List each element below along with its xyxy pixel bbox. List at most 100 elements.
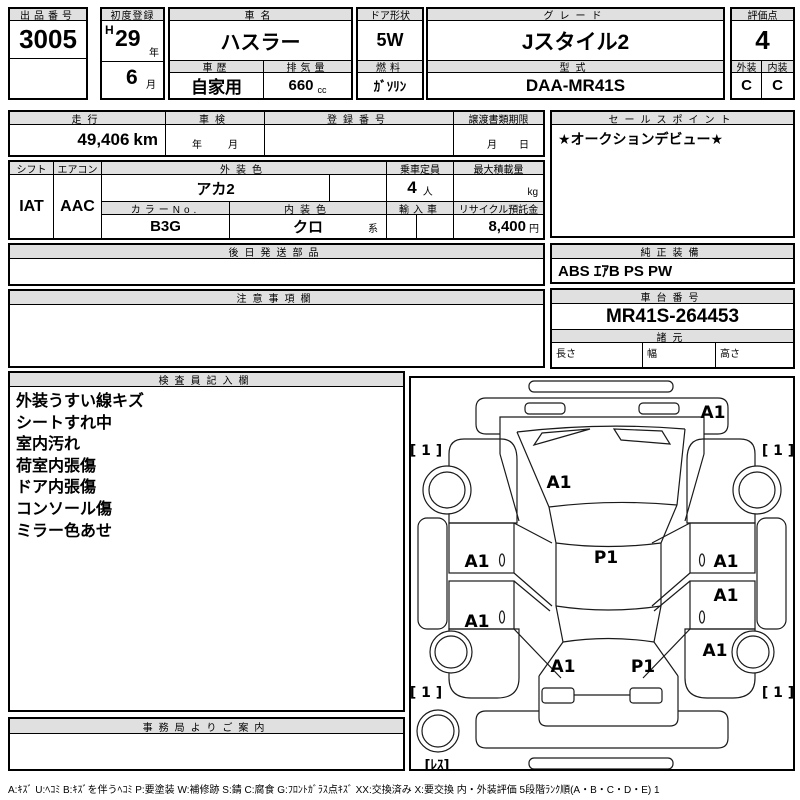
wheel-front-left-inner	[428, 471, 466, 509]
ext-color-extra-cell	[330, 175, 386, 201]
wheel-rear-left-inner	[434, 635, 468, 669]
interior-score-cell: 内装 C	[762, 61, 793, 98]
parts-label: 後日発送部品	[10, 245, 543, 259]
fuel-label: 燃料	[358, 61, 422, 73]
color-group: 外装色 アカ2 カラーNo. 内装色 B3G クロ 系	[102, 162, 387, 238]
first-reg-box: 初度登録 H 29 年 6 月	[100, 7, 165, 100]
rear-panel	[475, 710, 729, 749]
vin-label: 車台番号	[552, 290, 793, 304]
door-handle-front-left	[498, 553, 506, 567]
equipment-box: 純正装備 ABS ｴｱB PS PW	[550, 243, 795, 284]
capacity-value: 4 人	[387, 175, 453, 202]
equipment-label: 純正装備	[552, 245, 793, 259]
year-unit: 年	[149, 48, 159, 59]
sales-point-box: セールスポイント ★オークションデビュー★	[550, 110, 795, 238]
quarter-right	[684, 628, 756, 699]
int-color-label: 内装色	[230, 202, 386, 215]
spare-grade: [ﾚｽ]	[425, 758, 450, 769]
max-load-cell: 最大積載量 kg リサイクル預託金 8,400 円	[454, 162, 543, 238]
vin-box: 車台番号 MR41S-264453 諸元 長さ 幅 高さ	[550, 288, 795, 369]
int-color-suffix: 系	[368, 224, 378, 235]
tire-front-left-grade: [ 1 ]	[411, 443, 442, 459]
inspector-note: シートすれ中	[16, 414, 113, 432]
front-panel-grade: A1	[701, 403, 726, 423]
door-rear-left-grade: A1	[465, 612, 490, 632]
shift-value: IAT	[19, 197, 44, 215]
transfer-month-unit: 月	[487, 140, 497, 151]
first-reg-year-cell: H 29 年	[102, 21, 163, 62]
recycle-label: リサイクル預託金	[454, 202, 543, 215]
max-load-label: 最大積載量	[454, 162, 543, 175]
windshield-sides	[516, 428, 686, 508]
era-letter: H	[105, 23, 114, 37]
transfer-day-unit: 日	[519, 140, 529, 151]
wiper-right	[612, 428, 672, 445]
transfer-label: 譲渡書類期限	[454, 112, 543, 125]
exterior-label: 外装	[732, 61, 761, 73]
door-rear-right-grade: A1	[714, 586, 739, 606]
cowl-sides	[499, 416, 705, 454]
recycle-number: 8,400	[488, 218, 526, 235]
inspection-year-unit: 年	[192, 140, 202, 151]
equipment-value: ABS ｴｱB PS PW	[558, 263, 673, 280]
capacity-cell: 乗車定員 4 人 輸入車	[387, 162, 454, 238]
recycle-value: 8,400 円	[454, 215, 543, 238]
wiper-left	[532, 428, 591, 447]
parts-box: 後日発送部品	[8, 243, 545, 286]
hatch-flare	[538, 641, 679, 677]
rear-bumper	[528, 757, 674, 770]
inspector-notes: 外装うすい線キズ シートすれ中 室内汚れ 荷室内張傷 ドア内張傷 コンソール傷 …	[10, 387, 403, 546]
mileage-label: 走行	[10, 112, 165, 125]
width-cell: 幅	[643, 343, 716, 367]
interior-label: 内装	[762, 61, 793, 73]
reg-number-label: 登録番号	[265, 112, 453, 125]
door-shape-box: ドア形状 5W 燃料 ｶﾞｿﾘﾝ	[356, 7, 424, 100]
inspector-box: 検査員記入欄 外装うすい線キズ シートすれ中 室内汚れ 荷室内張傷 ドア内張傷 …	[8, 371, 405, 712]
quarter-left	[448, 628, 520, 699]
sales-point-value: ★オークションデビュー★	[558, 131, 724, 147]
mileage-unit: km	[133, 130, 158, 149]
ext-color-label: 外装色	[102, 162, 386, 175]
fender-front-right	[686, 438, 756, 524]
displacement-value: 660 cc	[264, 73, 351, 98]
door-front-right-grade: A1	[714, 552, 739, 572]
import-cell-1	[387, 215, 417, 238]
headlight-left	[524, 402, 566, 415]
shift-label: シフト	[10, 162, 53, 175]
roof-seam	[548, 501, 678, 508]
fender-front-left	[448, 438, 518, 524]
tire-rear-right-grade: [ 1 ]	[762, 685, 793, 701]
diagram-box: A1 [ 1 ] [ 1 ] A1 A1 P1 A1 A1 A1 A1 A1 P…	[409, 376, 795, 773]
grade-box: グレード Jスタイル2 型式 DAA-MR41S	[426, 7, 725, 100]
rear-window-sides	[555, 605, 662, 643]
tire-rear-left-grade: [ 1 ]	[411, 685, 442, 701]
quarter-right-grade: A1	[703, 641, 728, 661]
exterior-score: C	[741, 77, 752, 94]
mileage-row-box: 走行 49,406 km 車検 年 月 登録番号 譲渡書類期限	[8, 110, 545, 157]
aircon-label: エアコン	[54, 162, 101, 175]
inspection-month-unit: 月	[228, 140, 238, 151]
car-diagram: A1 [ 1 ] [ 1 ] A1 A1 P1 A1 A1 A1 A1 A1 P…	[410, 380, 794, 773]
door-rear-right	[689, 580, 756, 630]
shift-cell: シフト IAT	[10, 162, 54, 238]
door-front-left	[448, 522, 515, 574]
fold-lines-right	[642, 522, 691, 679]
transfer-cell: 譲渡書類期限 月 日	[454, 112, 543, 155]
reg-number-cell: 登録番号	[265, 112, 454, 155]
rear-window-bottom	[562, 637, 655, 643]
wheel-rear-right	[731, 630, 775, 674]
length-cell: 長さ	[552, 343, 643, 367]
reg-month: 6	[126, 66, 138, 89]
front-bumper	[528, 380, 674, 393]
inspector-note: 室内汚れ	[16, 436, 81, 454]
inspector-note: コンソール傷	[16, 500, 113, 518]
history-label: 車歴	[170, 61, 263, 73]
height-cell: 高さ	[720, 349, 740, 360]
model-code-label: 型式	[428, 61, 723, 73]
capacity-label: 乗車定員	[387, 162, 453, 175]
inspection-cell: 車検 年 月	[166, 112, 265, 155]
cabin-bottom	[555, 605, 662, 611]
office-label: 事務局よりご案内	[10, 719, 403, 734]
door-rear-left	[448, 580, 515, 630]
vin-value: MR41S-264453	[552, 304, 793, 330]
